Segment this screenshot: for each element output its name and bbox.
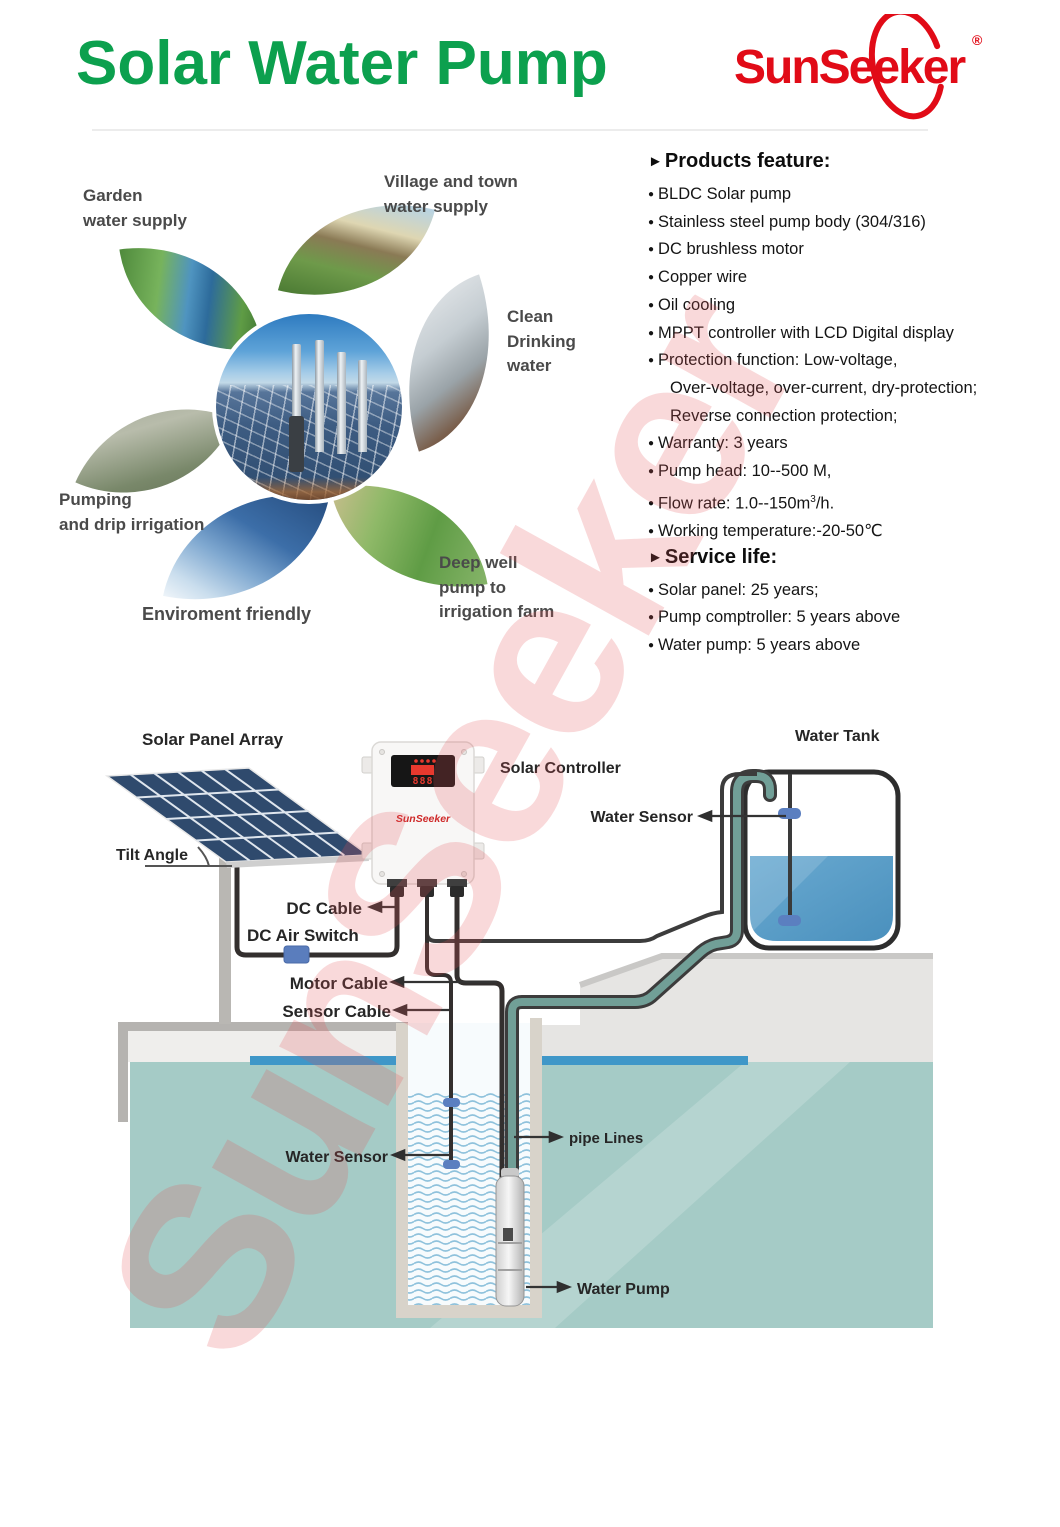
- label-tilt-angle: Tilt Angle: [116, 847, 188, 864]
- features-panel: ► Products feature: ●BLDC Solar pump ●Sta…: [648, 150, 1050, 660]
- dc-air-switch: [283, 945, 310, 964]
- photo-solar-pump-center: [212, 310, 406, 504]
- bullet-icon: ●: [648, 612, 655, 624]
- label-water-tank: Water Tank: [795, 728, 880, 745]
- header-divider: [92, 129, 928, 131]
- arrow-marker-icon: ►: [648, 548, 663, 566]
- feature-item: ●Protection function: Low-voltage,: [648, 351, 898, 370]
- registered-trademark-icon: ®: [972, 32, 983, 48]
- solar-controller: 888 SunSeeker: [361, 741, 485, 897]
- feature-item: Over-voltage, over-current, dry-protecti…: [670, 378, 978, 397]
- service-life-list: ●Solar panel: 25 years; ●Pump comptroller…: [648, 577, 1050, 660]
- bullet-icon: ●: [648, 272, 655, 284]
- brand-logo: SunSeeker ®: [722, 14, 1002, 126]
- feature-item: ●Flow rate: 1.0--150m3/h.: [648, 493, 835, 513]
- feature-item: ●Water pump: 5 years above: [648, 636, 861, 655]
- bullet-icon: ●: [648, 244, 655, 256]
- feature-item: ●Copper wire: [648, 268, 748, 287]
- label-dc-air-switch: DC Air Switch: [247, 926, 359, 945]
- bullet-icon: ●: [648, 299, 655, 311]
- feature-item: ●Working temperature:-20-50℃: [648, 521, 883, 540]
- products-feature-header-text: Products feature:: [664, 150, 831, 172]
- controller-brand-text: SunSeeker: [396, 813, 451, 825]
- dc-cable: [234, 866, 400, 964]
- bullet-icon: ●: [648, 525, 655, 537]
- label-motor-cable: Motor Cable: [290, 974, 388, 993]
- page-title: Solar Water Pump: [76, 29, 608, 98]
- tilt-angle-arc: [197, 846, 210, 867]
- label-solar-controller: Solar Controller: [500, 760, 621, 777]
- water-table-line: [542, 1056, 748, 1065]
- bullet-icon: ●: [648, 640, 655, 652]
- bullet-icon: ●: [648, 498, 655, 510]
- label-water-pump: Water Pump: [577, 1281, 670, 1298]
- bullet-icon: ●: [648, 584, 655, 596]
- pump-pipe-icon: [337, 352, 346, 454]
- feature-item: ●Oil cooling: [648, 295, 736, 314]
- products-feature-list: ●BLDC Solar pump ●Stainless steel pump bo…: [648, 181, 1050, 546]
- feature-item: ●Warranty: 3 years: [648, 434, 788, 453]
- feature-item: ●Pump comptroller: 5 years above: [648, 608, 901, 627]
- cable-glands: [387, 879, 467, 897]
- concrete-platform: [542, 956, 933, 1062]
- solar-panel-array: [104, 767, 371, 1024]
- label-environment-friendly: Enviroment friendly: [142, 604, 312, 624]
- water-pump: [495, 1168, 525, 1307]
- pump-pipe-icon: [358, 360, 367, 452]
- panel-pole: [219, 856, 231, 1024]
- feature-item: ●MPPT controller with LCD Digital displa…: [648, 323, 954, 342]
- label-dc-cable: DC Cable: [286, 899, 362, 918]
- system-diagram: 888 SunSeeker Solar Panel Array Tilt Ang…: [104, 728, 933, 1328]
- feature-item: ●DC brushless motor: [648, 240, 804, 259]
- water-table-line: [250, 1056, 396, 1065]
- bullet-icon: ●: [648, 327, 655, 339]
- submersible-pump-icon: [289, 416, 304, 472]
- controller-display-digits: 888: [412, 776, 433, 787]
- bullet-icon: ●: [648, 355, 655, 367]
- pump-pipe-icon: [292, 344, 301, 469]
- bullet-icon: ●: [648, 189, 655, 200]
- label-sensor-cable: Sensor Cable: [282, 1002, 391, 1021]
- bullet-icon: ●: [648, 438, 655, 450]
- service-life-header: ► Service life:: [648, 546, 1050, 577]
- label-water-sensor-bottom: Water Sensor: [285, 1149, 388, 1166]
- bullet-icon: ●: [648, 216, 655, 228]
- label-water-sensor-top: Water Sensor: [590, 809, 693, 826]
- solar-water-pump-flyer: { "page": { "title": "Solar Water Pump" …: [53, 14, 1050, 1397]
- products-feature-header: ► Products feature:: [648, 150, 1050, 181]
- feature-item: ●Pump head: 10--500 M,: [648, 462, 832, 481]
- arrow-marker-icon: ►: [648, 153, 663, 170]
- service-life-header-text: Service life:: [664, 545, 778, 568]
- feature-item: ●Solar panel: 25 years;: [648, 580, 819, 599]
- feature-item: Reverse connection protection;: [670, 406, 898, 425]
- feature-item: ●Stainless steel pump body (304/316): [648, 212, 926, 231]
- label-solar-panel-array: Solar Panel Array: [142, 730, 284, 749]
- label-pipe-lines: pipe Lines: [569, 1130, 643, 1147]
- well-water-sensor: [425, 893, 460, 1169]
- feature-item: ●BLDC Solar pump: [648, 185, 792, 203]
- label-arrows: [366, 809, 786, 1294]
- bullet-icon: ●: [648, 466, 655, 478]
- pump-pipe-icon: [315, 340, 324, 452]
